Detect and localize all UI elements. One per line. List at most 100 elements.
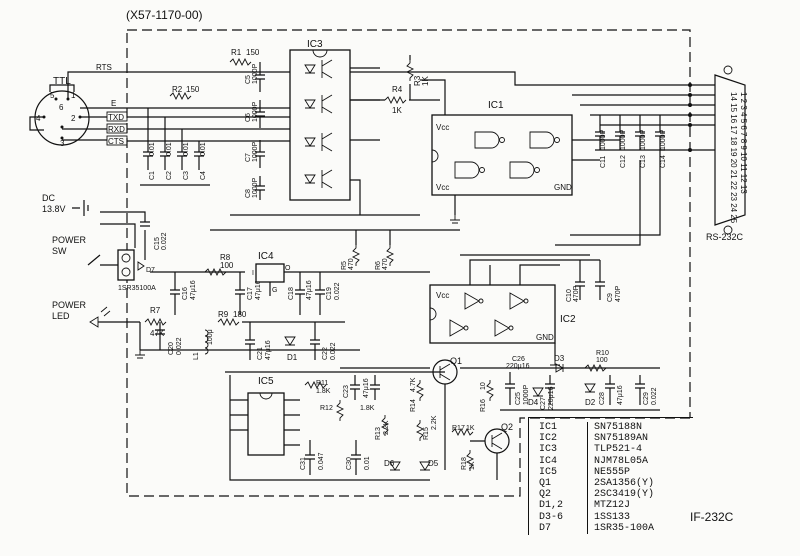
ground-symbols xyxy=(135,215,560,369)
svg-text:470: 470 xyxy=(382,258,389,270)
svg-text:0.022: 0.022 xyxy=(161,232,168,250)
svg-text:R2: R2 xyxy=(172,85,183,94)
svg-text:C28: C28 xyxy=(599,392,606,405)
svg-text:GND: GND xyxy=(554,183,572,192)
part-ref: IC4 xyxy=(539,455,588,467)
svg-text:1: 1 xyxy=(71,91,76,100)
svg-text:LED: LED xyxy=(52,311,70,321)
svg-text:100μ: 100μ xyxy=(207,329,214,345)
svg-text:R18: R18 xyxy=(461,457,468,470)
svg-text:C20: C20 xyxy=(168,342,175,355)
part-ref: D7 xyxy=(539,522,588,534)
svg-text:180: 180 xyxy=(233,310,247,319)
svg-text:C15: C15 xyxy=(154,237,161,250)
part-ref: Q2 xyxy=(539,489,588,501)
part-ref: IC1 xyxy=(539,422,588,434)
q1-label: Q1 xyxy=(450,356,462,366)
svg-text:POWER: POWER xyxy=(52,235,87,245)
svg-text:C3: C3 xyxy=(183,171,190,180)
resistors-r3-r4: R3 1K R4 1K xyxy=(350,55,440,115)
transistor-section: Q1 Q2 R14 4.7K R15 2.2K R16 10 R18 1K R1… xyxy=(340,350,660,480)
svg-text:1.8K: 1.8K xyxy=(360,405,375,412)
capacitors-c5-c8: C5 1000P C6 1000P C7 1000P C8 1000P xyxy=(245,62,265,200)
svg-text:1000P: 1000P xyxy=(252,141,259,162)
ttl-label: TTL xyxy=(53,76,71,87)
svg-text:C25: C25 xyxy=(515,392,522,405)
power-input: DC 13.8V C15 0.022 POWER SW D7 1SR35100A… xyxy=(42,193,245,350)
svg-text:470P: 470P xyxy=(615,285,622,302)
svg-text:47μ16: 47μ16 xyxy=(306,280,313,300)
svg-text:R3: R3 xyxy=(413,75,422,86)
part-ref: D1,2 xyxy=(539,500,588,512)
svg-text:47μ16: 47μ16 xyxy=(190,280,197,300)
svg-text:1000P: 1000P xyxy=(620,129,627,150)
svg-text:Vcc: Vcc xyxy=(436,123,449,132)
part-ref: D3-6 xyxy=(539,511,588,523)
svg-text:6: 6 xyxy=(59,103,64,112)
parts-list-row: D7 1SR35-100A xyxy=(539,522,693,534)
svg-text:DC: DC xyxy=(42,193,55,203)
svg-text:0.022: 0.022 xyxy=(334,282,341,300)
svg-text:SW: SW xyxy=(52,246,67,256)
svg-text:C8: C8 xyxy=(245,189,252,198)
svg-text:C9: C9 xyxy=(607,293,614,302)
ic5-timer: IC5 R11 1.8K R12 1.8K C23 47μ16 R13 2.2K… xyxy=(225,371,445,481)
svg-text:1000P: 1000P xyxy=(660,129,667,150)
signal-txd: TXD xyxy=(108,113,124,122)
svg-text:1K: 1K xyxy=(466,425,475,432)
ic5-label: IC5 xyxy=(258,376,274,387)
part-ref: IC2 xyxy=(539,433,588,445)
svg-text:2.2K: 2.2K xyxy=(383,420,390,435)
svg-text:C18: C18 xyxy=(288,287,295,300)
svg-text:1000P: 1000P xyxy=(600,129,607,150)
svg-text:D7: D7 xyxy=(146,267,155,274)
svg-text:0.022: 0.022 xyxy=(651,387,658,405)
parts-list-row: D1,2 MTZ12J xyxy=(539,500,693,512)
svg-text:220μ16: 220μ16 xyxy=(548,386,555,410)
svg-text:13.8V: 13.8V xyxy=(42,204,66,214)
part-number: NJM78L05A xyxy=(594,455,649,467)
part-ref: IC5 xyxy=(539,466,588,478)
svg-text:GND: GND xyxy=(536,333,554,342)
svg-text:D3: D3 xyxy=(554,354,565,363)
svg-text:R14: R14 xyxy=(410,399,417,412)
svg-text:470P: 470P xyxy=(573,285,580,302)
svg-text:1000P: 1000P xyxy=(252,101,259,122)
part-ref: IC3 xyxy=(539,444,588,456)
svg-text:0.022: 0.022 xyxy=(330,342,337,360)
resistor-r2: R2 150 xyxy=(169,85,200,101)
svg-text:C2: C2 xyxy=(166,171,173,180)
part-number: 2SA1356(Y) xyxy=(594,477,655,489)
svg-text:C19: C19 xyxy=(326,287,333,300)
svg-text:C30: C30 xyxy=(346,457,353,470)
svg-text:150: 150 xyxy=(246,48,260,57)
svg-text:1000P: 1000P xyxy=(640,129,647,150)
signal-rxd: RXD xyxy=(108,125,125,134)
part-number: 1SR35-100A xyxy=(594,522,655,534)
part-ref: Q1 xyxy=(539,477,588,490)
svg-text:D4: D4 xyxy=(528,398,539,407)
regulator-section: C16 47μ16 R8 100 C17 47μ16 IC4 I O G C18… xyxy=(170,214,460,315)
svg-text:1K: 1K xyxy=(392,106,402,115)
svg-text:C7: C7 xyxy=(245,153,252,162)
svg-text:C26: C26 xyxy=(512,356,525,363)
svg-text:Vcc: Vcc xyxy=(436,183,449,192)
ic1-driver: IC1 Vcc Vcc GND xyxy=(420,79,620,215)
svg-text:4.7K: 4.7K xyxy=(410,377,417,392)
svg-text:C27: C27 xyxy=(540,397,547,410)
part-number: TLP521-4 xyxy=(594,444,643,456)
svg-text:2.2K: 2.2K xyxy=(431,415,438,430)
svg-text:C22: C22 xyxy=(322,347,329,360)
ttl-signal-lines: RTS E TXD RXD CTS xyxy=(29,63,560,146)
svg-text:R9: R9 xyxy=(218,310,229,319)
part-number: MTZ12J xyxy=(594,500,631,512)
svg-text:R17: R17 xyxy=(452,425,465,432)
svg-text:150: 150 xyxy=(186,85,200,94)
svg-text:C23: C23 xyxy=(343,385,350,398)
ic3-label: IC3 xyxy=(307,39,323,50)
